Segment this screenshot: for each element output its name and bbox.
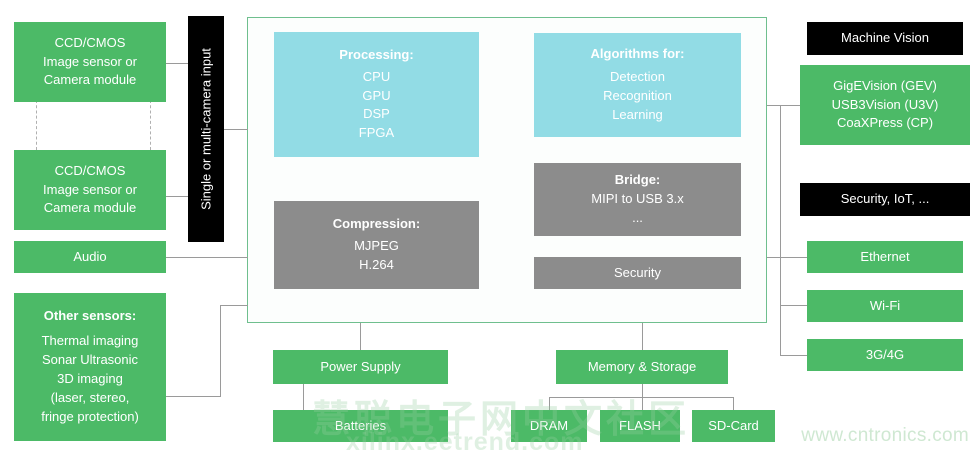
wifi-label: Wi-Fi: [869, 297, 901, 313]
connector-strip-to-soc: [224, 129, 248, 130]
camera-sensor-2-line-2: Camera module: [43, 200, 137, 216]
compression-header: Compression:: [332, 216, 421, 232]
bridge-line-0: MIPI to USB 3.x: [591, 191, 684, 207]
connector-memory-bus: [549, 397, 733, 398]
processing-header: Processing:: [339, 46, 414, 62]
algorithms-header: Algorithms for:: [590, 46, 685, 62]
bridge-box: Bridge: MIPI to USB 3.x ...: [534, 163, 741, 236]
camera-sensor-2-line-0: CCD/CMOS: [54, 162, 126, 178]
algorithms-line-0: Detection: [610, 69, 665, 85]
machine-vision-header-box: Machine Vision: [807, 22, 963, 55]
connector-memory-to-sdcard: [733, 397, 734, 410]
security-iot-header-label: Security, IoT, ...: [840, 191, 930, 207]
other-sensors-header: Other sensors:: [43, 308, 137, 324]
cntronics-watermark: www.cntronics.com: [801, 425, 969, 446]
camera-sensor-1-line-0: CCD/CMOS: [54, 34, 126, 50]
connector-sensors-v: [220, 305, 221, 397]
ethernet-label: Ethernet: [860, 248, 910, 264]
connector-camera1-to-strip: [166, 63, 190, 64]
dram-box: DRAM: [511, 410, 587, 442]
connector-dashed-right: [150, 100, 151, 150]
wifi-box: Wi-Fi: [807, 290, 963, 322]
algorithms-line-2: Learning: [612, 106, 663, 122]
batteries-label: Batteries: [334, 417, 387, 433]
mv-standard-2: CoaXPress (CP): [836, 115, 934, 131]
connector-trunk-to-wifi: [780, 305, 807, 306]
bridge-header: Bridge:: [614, 172, 661, 188]
flash-label: FLASH: [619, 417, 661, 433]
xilinx-watermark: xilinx.eetrend.com: [346, 428, 584, 453]
camera-sensor-1-line-2: Camera module: [43, 72, 137, 88]
mv-standard-1: USB3Vision (U3V): [831, 96, 939, 112]
processing-line-1: GPU: [362, 87, 391, 103]
camera-sensor-1-line-1: Image sensor or: [43, 53, 137, 69]
cellular-box: 3G/4G: [807, 339, 963, 371]
connector-sensors-h2: [220, 305, 248, 306]
connector-right-trunk: [780, 105, 781, 355]
flash-box: FLASH: [600, 410, 680, 442]
connector-soc-to-memory: [642, 323, 643, 350]
connector-power-to-batteries: [303, 384, 304, 410]
security-block-label: Security: [614, 264, 661, 280]
camera-sensor-2-line-1: Image sensor or: [43, 181, 137, 197]
power-supply-label: Power Supply: [320, 358, 401, 374]
camera-input-strip: Single or multi-camera input: [188, 16, 224, 242]
other-sensors-line-4: fringe protection): [41, 408, 139, 424]
connector-soc-to-net: [767, 257, 807, 258]
processing-line-3: FPGA: [358, 125, 395, 141]
compression-box: Compression: MJPEG H.264: [274, 201, 479, 289]
compression-line-0: MJPEG: [354, 238, 399, 254]
audio-label: Audio: [73, 248, 107, 264]
batteries-box: Batteries: [273, 410, 448, 442]
sd-card-box: SD-Card: [692, 410, 775, 442]
cellular-label: 3G/4G: [865, 346, 905, 362]
connector-soc-to-mv: [767, 105, 807, 106]
connector-camera2-to-strip: [166, 196, 190, 197]
algorithms-line-1: Recognition: [603, 88, 672, 103]
other-sensors-box: Other sensors: Thermal imaging Sonar Ult…: [14, 293, 166, 441]
dram-label: DRAM: [529, 417, 569, 433]
other-sensors-line-3: (laser, stereo,: [50, 389, 130, 405]
sd-card-label: SD-Card: [708, 417, 759, 433]
machine-vision-standards-box: GigEVision (GEV) USB3Vision (U3V) CoaXPr…: [800, 65, 970, 145]
security-block-box: Security: [534, 257, 741, 289]
processing-box: Processing: CPU GPU DSP FPGA: [274, 32, 479, 157]
ethernet-box: Ethernet: [807, 241, 963, 273]
algorithms-box: Algorithms for: Detection Recognition Le…: [534, 33, 741, 137]
security-iot-header-box: Security, IoT, ...: [800, 183, 970, 216]
compression-line-1: H.264: [359, 256, 394, 272]
other-sensors-line-1: Sonar Ultrasonic: [41, 352, 139, 368]
other-sensors-line-2: 3D imaging: [57, 371, 123, 386]
memory-storage-box: Memory & Storage: [556, 350, 728, 384]
camera-sensor-1-box: CCD/CMOS Image sensor or Camera module: [14, 22, 166, 102]
chinese-watermark: 慧聪电子网中文社区: [312, 399, 691, 441]
mv-standard-0: GigEVision (GEV): [833, 77, 937, 93]
connector-memory-to-dram: [549, 397, 550, 410]
connector-sensors-h1: [166, 396, 220, 397]
camera-sensor-2-box: CCD/CMOS Image sensor or Camera module: [14, 150, 166, 230]
machine-vision-header-label: Machine Vision: [841, 30, 929, 46]
audio-box: Audio: [14, 241, 166, 273]
power-supply-box: Power Supply: [273, 350, 448, 384]
bridge-line-1: ...: [632, 209, 643, 225]
connector-audio-to-soc: [166, 257, 248, 258]
connector-trunk-to-cellular: [780, 355, 807, 356]
other-sensors-line-0: Thermal imaging: [41, 333, 139, 349]
connector-dashed-left: [36, 100, 37, 150]
memory-storage-label: Memory & Storage: [587, 358, 697, 374]
processing-line-0: CPU: [362, 68, 391, 84]
camera-input-label: Single or multi-camera input: [198, 48, 214, 210]
connector-soc-to-power: [360, 323, 361, 350]
processing-line-2: DSP: [363, 106, 390, 122]
